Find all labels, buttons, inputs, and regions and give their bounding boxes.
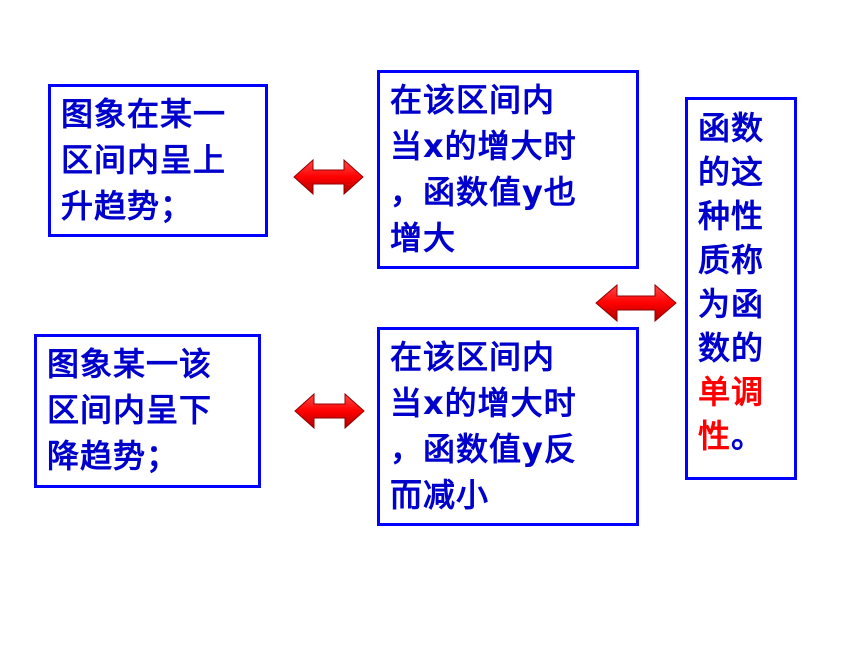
definition-text: 函数 的这 种性 质称 为函 数的 bbox=[698, 109, 765, 367]
monotonicity-definition-box: 函数 的这 种性 质称 为函 数的 单调 性。 bbox=[685, 97, 797, 480]
increasing-function-box: 在该区间内 当x的增大时 ，函数值y也 增大 bbox=[377, 70, 639, 269]
double-arrow-icon-right bbox=[595, 283, 677, 323]
falling-trend-box: 图象某一该 区间内呈下 降趋势； bbox=[34, 334, 261, 488]
double-arrow-icon-top bbox=[293, 158, 364, 196]
definition-period: 。 bbox=[731, 417, 765, 455]
monotonicity-term: 单调 性 bbox=[698, 373, 765, 455]
rising-trend-box: 图象在某一 区间内呈上 升趋势； bbox=[48, 84, 268, 237]
double-arrow-icon-bottom bbox=[294, 392, 365, 430]
decreasing-function-box: 在该区间内 当x的增大时 ，函数值y反 而减小 bbox=[377, 327, 639, 526]
